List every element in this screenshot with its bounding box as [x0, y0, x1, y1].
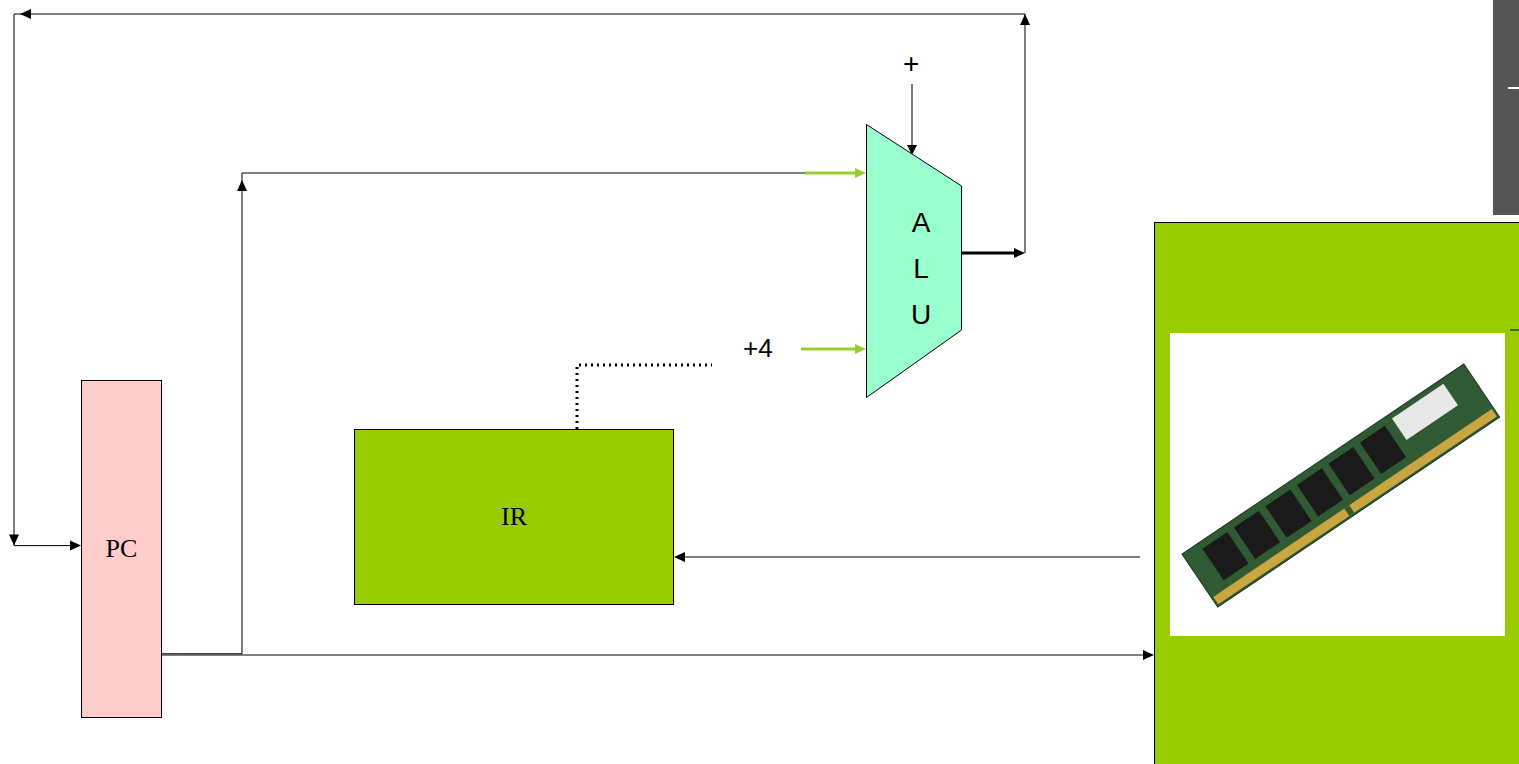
arrowhead	[9, 535, 19, 546]
memory-photo-ground	[1170, 333, 1505, 636]
register-box: IR	[354, 429, 674, 605]
constant-input	[801, 348, 857, 351]
alu-shape	[867, 125, 962, 398]
node-text: A L U	[904, 200, 938, 338]
connector-line	[962, 252, 1017, 255]
arrowhead	[855, 344, 866, 354]
arrowhead	[1143, 650, 1154, 660]
dotted-leader	[577, 365, 712, 429]
node-text: IR	[501, 502, 527, 532]
arrowhead	[1014, 248, 1025, 258]
op-select	[912, 84, 913, 146]
operation-label: +	[903, 48, 919, 80]
panel-mark	[1508, 87, 1519, 89]
connector	[162, 168, 866, 654]
arrowhead	[674, 552, 685, 562]
arrowhead	[70, 541, 81, 551]
register-box: PC	[81, 380, 162, 718]
connector-line	[805, 172, 857, 175]
ram-stick	[1182, 364, 1500, 607]
arrowhead	[20, 9, 31, 19]
connector-line	[162, 173, 805, 654]
alu-trapezoid: A L U	[866, 124, 962, 398]
data-wire	[684, 557, 1140, 558]
arrowhead	[237, 180, 247, 191]
arrowhead	[855, 168, 866, 178]
constant-label: +4	[743, 333, 773, 364]
arrowhead	[1020, 14, 1030, 25]
side-mark	[1510, 330, 1519, 331]
memory-block	[1155, 223, 1519, 764]
node-text: PC	[106, 534, 138, 564]
side-panel	[1493, 0, 1519, 215]
address-wire	[162, 655, 1144, 656]
